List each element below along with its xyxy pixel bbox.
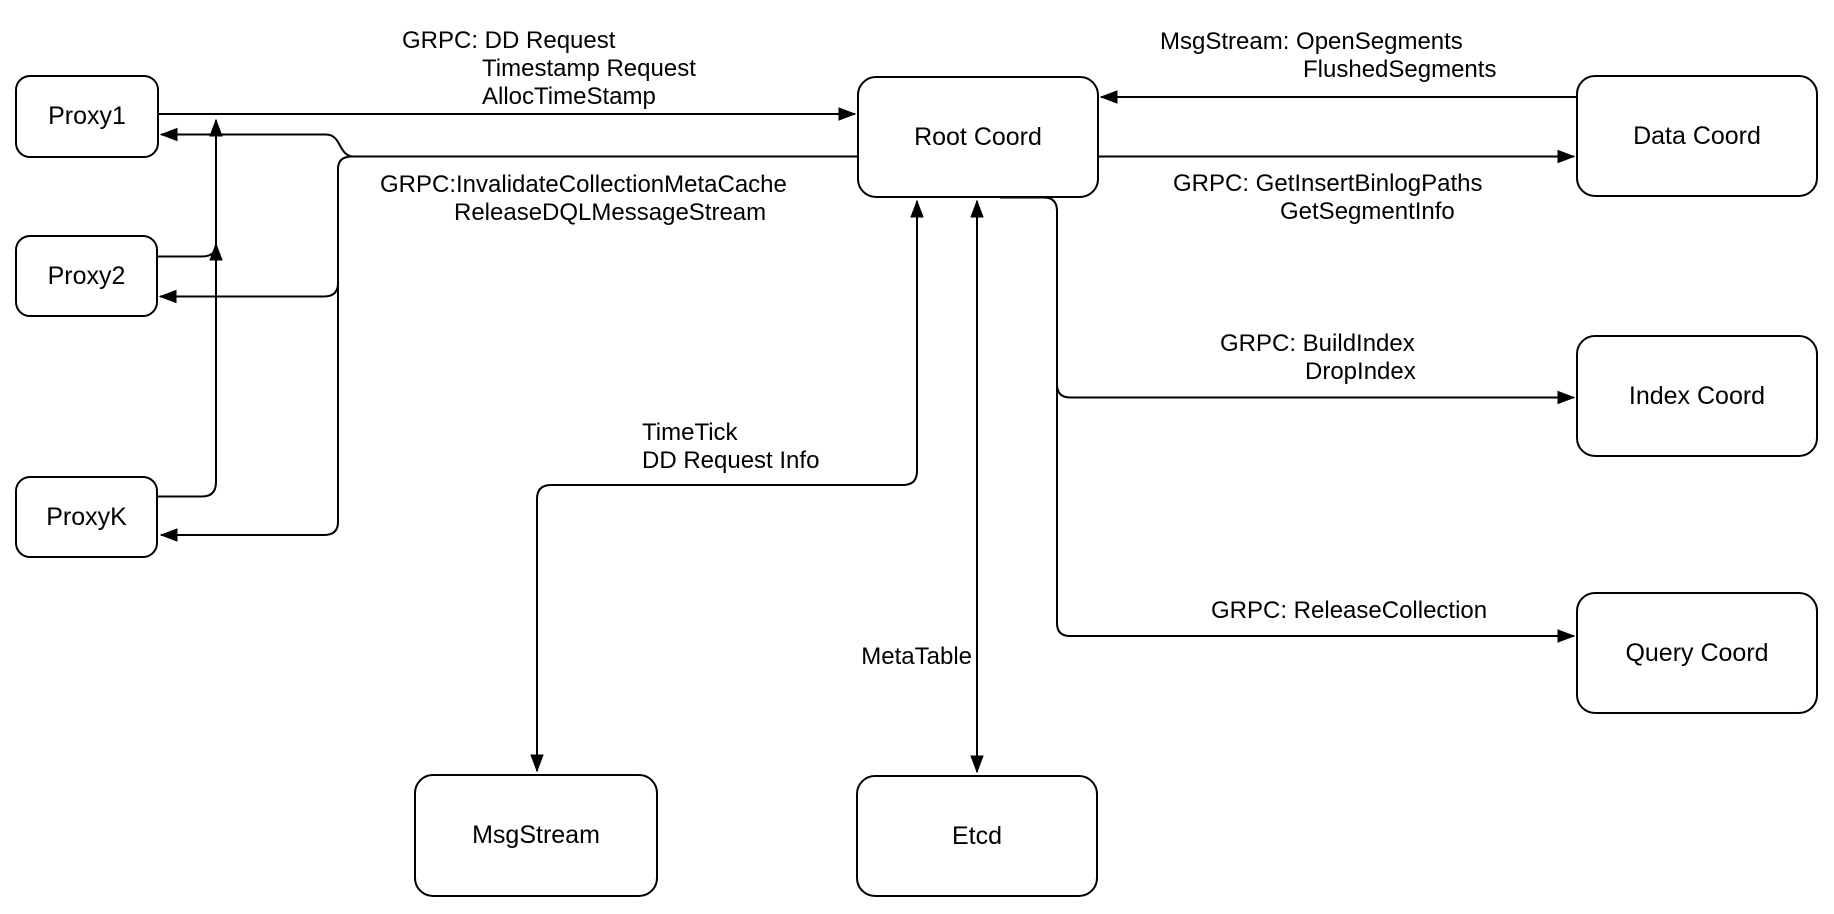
edge-rootcoord-to-querycoord [1056,384,1574,636]
node-proxyk-box [15,476,158,558]
edge-label-rootcoord-to-proxy: GRPC:InvalidateCollectionMetaCache Relea… [380,171,787,227]
edge-proxyk-output-bus [157,120,216,498]
edge-proxy2-output-bus [157,244,216,257]
node-proxy2-box [15,235,158,317]
node-indexcoord-box [1576,335,1818,457]
edge-label-line: GRPC: ReleaseCollection [1211,597,1488,624]
edge-label-line: GRPC:InvalidateCollectionMetaCache [380,171,787,198]
edge-label-line: DD Request Info [642,447,820,474]
edge-label-line: GRPC: GetInsertBinlogPaths [1173,170,1483,197]
edge-label-line: MetaTable [861,643,972,670]
edge-label-line: Timestamp Request [482,55,696,82]
edge-label-line: ReleaseDQLMessageStream [454,199,767,226]
edge-label-rootcoord-to-datacoord: GRPC: GetInsertBinlogPaths GetSegmentInf… [1173,170,1482,226]
edge-label-rootcoord-to-msgstream: TimeTick DD Request Info [642,419,819,475]
edge-rootcoord-to-proxy2 [160,282,339,297]
node-etcd-box [856,775,1098,897]
edge-rootcoord-to-proxyk [161,155,858,536]
edge-label-rootcoord-to-indexcoord: GRPC: BuildIndex DropIndex [1220,330,1416,386]
edge-label-datacoord-to-rootcoord: MsgStream: OpenSegments FlushedSegments [1160,28,1496,84]
node-querycoord-box [1576,592,1818,714]
edge-label-line: GRPC: BuildIndex [1220,330,1415,357]
edge-label-line: AllocTimeStamp [482,83,656,110]
edge-label-rootcoord-to-etcd: MetaTable [830,643,972,671]
node-datacoord-box [1576,75,1818,197]
edge-rootcoord-to-indexcoord [1000,196,1574,398]
edge-label-line: MsgStream: OpenSegments [1160,28,1463,55]
edge-label-line: GRPC: DD Request [402,27,616,54]
edge-rootcoord-msgstream [537,201,917,771]
edge-label-rootcoord-to-querycoord: GRPC: ReleaseCollection [1211,597,1487,625]
node-msgstream-box [414,774,658,897]
edge-label-line: FlushedSegments [1303,56,1497,83]
edge-label-line: TimeTick [642,419,738,446]
node-rootcoord-box [857,76,1099,198]
edge-label-line: DropIndex [1305,358,1416,385]
node-proxy1-box [15,75,159,158]
edge-rootcoord-to-proxy1 [161,135,355,158]
edge-label-line: GetSegmentInfo [1280,198,1455,225]
edge-label-proxy-to-rootcoord: GRPC: DD Request Timestamp Request Alloc… [402,27,696,111]
